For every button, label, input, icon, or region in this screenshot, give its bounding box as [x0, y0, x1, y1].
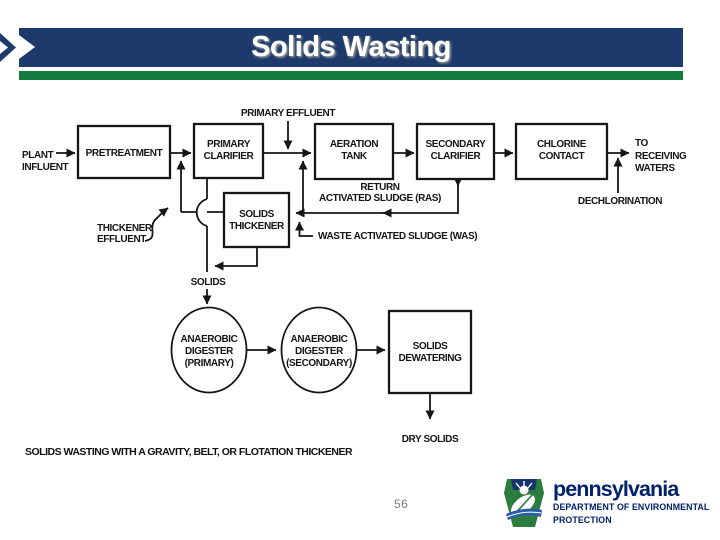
- label-to-receiving-2: RECEIVING: [635, 151, 687, 162]
- arrow-thickener-underflow: [214, 247, 258, 271]
- label-to-receiving-3: WATERS: [635, 163, 675, 174]
- logo-brand: pennsylvania: [553, 477, 679, 501]
- label-primary-clarifier-2: CLARIFIER: [204, 151, 255, 162]
- label-digester-secondary-1: ANAEROBIC: [291, 334, 348, 345]
- process-oval-digester-primary: [170, 306, 248, 394]
- label-ras-2: ACTIVATED SLUDGE (RAS): [319, 193, 441, 204]
- line-hop: [195, 198, 208, 227]
- label-digester-primary-1: ANAEROBIC: [181, 334, 238, 345]
- label-digester-secondary-2: DIGESTER: [295, 346, 344, 357]
- arrow-thickener-effluent-pointer: [144, 207, 169, 242]
- process-box-chlorine-contact: [514, 122, 609, 181]
- banner-notch-icon: [19, 35, 35, 59]
- process-box-solids-thickener: [222, 191, 291, 249]
- title-banner: [19, 28, 683, 67]
- banner-underline: [19, 71, 683, 80]
- label-primary-clarifier-1: PRIMARY: [207, 139, 251, 150]
- label-digester-primary-3: (PRIMARY): [185, 358, 234, 369]
- process-oval-digester-secondary: [280, 306, 358, 394]
- process-box-pretreatment: [76, 124, 172, 180]
- label-aeration-tank-1: AERATION: [330, 139, 378, 150]
- slide-title: Solids Wasting: [251, 31, 451, 63]
- label-solids-thickener-1: SOLIDS: [239, 209, 275, 220]
- pa-dep-logo: pennsylvania DEPARTMENT OF ENVIRONMENTAL…: [504, 477, 714, 527]
- label-to-receiving-1: TO: [635, 138, 649, 149]
- logo-dept-line2: PROTECTION: [553, 514, 612, 525]
- label-solids: SOLIDS: [191, 277, 227, 288]
- process-box-primary-clarifier: [192, 122, 265, 180]
- arrow-was-pointer: [295, 221, 313, 237]
- label-was: WASTE ACTIVATED SLUDGE (WAS): [318, 231, 477, 242]
- label-chlorine-contact-1: CHLORINE: [537, 139, 587, 150]
- edge-chevron-icon: [0, 33, 16, 62]
- logo-text: pennsylvania DEPARTMENT OF ENVIRONMENTAL…: [553, 477, 713, 526]
- label-chlorine-contact-2: CONTACT: [539, 151, 585, 162]
- diagram-caption: SOLIDS WASTING WITH A GRAVITY, BELT, OR …: [25, 446, 353, 458]
- label-plant-influent-1: PLANT: [22, 150, 54, 161]
- flow-arrows: [56, 121, 630, 420]
- label-primary-effluent: PRIMARY EFFLUENT: [241, 108, 335, 119]
- label-ras-1: RETURN: [360, 182, 399, 193]
- label-pretreatment: PRETREATMENT: [86, 148, 163, 159]
- label-solids-dewatering-2: DEWATERING: [398, 353, 462, 364]
- label-plant-influent-2: INFLUENT: [22, 162, 69, 173]
- keystone-logo-icon: [504, 479, 544, 527]
- label-thickener-effluent-2: EFFLUENT: [97, 234, 146, 245]
- label-solids-thickener-2: THICKENER: [229, 221, 285, 232]
- page-number: 56: [394, 497, 409, 511]
- label-digester-secondary-3: (SECONDARY): [286, 358, 352, 369]
- label-solids-dewatering-1: SOLIDS: [413, 341, 449, 352]
- label-thickener-effluent-1: THICKENER: [97, 223, 153, 234]
- label-digester-primary-2: DIGESTER: [185, 346, 234, 357]
- process-box-secondary-clarifier: [415, 122, 496, 181]
- process-box-aeration-tank: [313, 122, 395, 181]
- label-dry-solids: DRY SOLIDS: [402, 434, 459, 445]
- label-secondary-clarifier-1: SECONDARY: [426, 139, 487, 150]
- logo-dept-line1: DEPARTMENT OF ENVIRONMENTAL: [553, 502, 710, 512]
- arrow-ras-line-into-thickener: [295, 184, 459, 218]
- label-dechlorination: DECHLORINATION: [578, 196, 662, 207]
- label-secondary-clarifier-2: CLARIFIER: [431, 151, 482, 162]
- label-aeration-tank-2: TANK: [341, 151, 368, 162]
- process-box-solids-dewatering: [387, 309, 473, 395]
